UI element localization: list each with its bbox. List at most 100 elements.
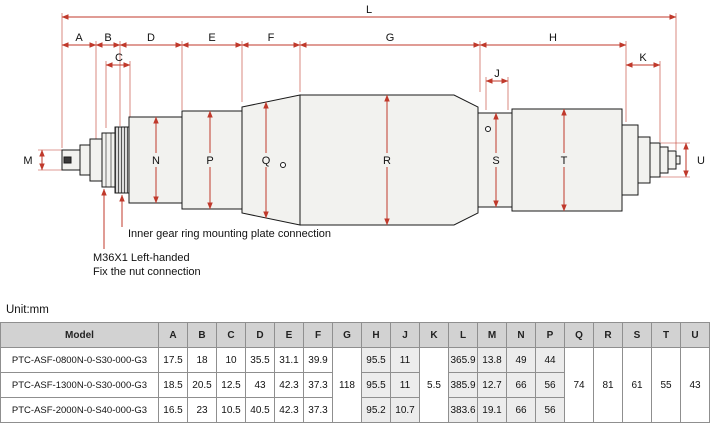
column-header: M xyxy=(477,322,507,348)
model-cell: PTC-ASF-0800N-0-S30-000-G3 xyxy=(0,347,159,373)
table-cell: 10.5 xyxy=(216,397,246,423)
table-cell: 11 xyxy=(390,347,420,373)
table-cell: 10.7 xyxy=(390,397,420,423)
table-cell: 16.5 xyxy=(158,397,188,423)
dim-label-c: C xyxy=(115,52,123,64)
annotation-nut: Fix the nut connection xyxy=(93,266,201,278)
table-cell: 10 xyxy=(216,347,246,373)
table-cell-shared-q: 74 xyxy=(564,347,594,423)
column-header: H xyxy=(361,322,391,348)
column-header: Q xyxy=(564,322,594,348)
table-cell-shared-t: 55 xyxy=(651,347,681,423)
dim-label-t: T xyxy=(561,155,568,167)
dim-label-f: F xyxy=(268,32,275,44)
dim-label-g: G xyxy=(386,32,395,44)
table-cell: 56 xyxy=(535,397,565,423)
tip-end xyxy=(675,155,681,165)
table-cell: 385.9 xyxy=(448,372,478,398)
table-cell: 95.5 xyxy=(361,347,391,373)
dimension-table: Model A B C D E F G H J K L M N P Q R S … xyxy=(0,322,710,423)
column-header: G xyxy=(332,322,362,348)
annotation-thread: M36X1 Left-handed xyxy=(93,252,190,264)
dim-label-h: H xyxy=(549,32,557,44)
model-cell: PTC-ASF-1300N-0-S30-000-G3 xyxy=(0,372,159,398)
table-cell: 66 xyxy=(506,397,536,423)
table-cell: 12.5 xyxy=(216,372,246,398)
table-cell: 42.3 xyxy=(274,372,304,398)
table-cell: 12.7 xyxy=(477,372,507,398)
column-header: L xyxy=(448,322,478,348)
column-header: K xyxy=(419,322,449,348)
table-cell: 11 xyxy=(390,372,420,398)
column-header: T xyxy=(651,322,681,348)
dim-label-u: U xyxy=(697,155,705,167)
table-cell: 40.5 xyxy=(245,397,275,423)
table-cell: 383.6 xyxy=(448,397,478,423)
table-cell-shared-r: 81 xyxy=(593,347,623,423)
connector-nut xyxy=(659,146,669,174)
table-cell: 95.5 xyxy=(361,372,391,398)
table-cell: 39.9 xyxy=(303,347,333,373)
unit-label: Unit:mm xyxy=(6,304,49,316)
column-header: E xyxy=(274,322,304,348)
table-cell: 31.1 xyxy=(274,347,304,373)
table-row: PTC-ASF-0800N-0-S30-000-G3 17.5 18 10 35… xyxy=(0,347,710,423)
end-step xyxy=(637,136,651,184)
end-cap xyxy=(621,124,639,196)
table-cell: 37.3 xyxy=(303,372,333,398)
table-cell: 56 xyxy=(535,372,565,398)
column-header: P xyxy=(535,322,565,348)
table-cell-shared-k: 5.5 xyxy=(419,347,449,423)
annotation-gear-ring: Inner gear ring mounting plate connectio… xyxy=(128,228,331,240)
column-header: J xyxy=(390,322,420,348)
table-cell: 365.9 xyxy=(448,347,478,373)
collar xyxy=(89,138,103,182)
table-cell-shared-s: 61 xyxy=(622,347,652,423)
dimension-lines xyxy=(61,14,677,84)
dim-label-a: A xyxy=(75,32,83,44)
column-header: N xyxy=(506,322,536,348)
table-cell: 37.3 xyxy=(303,397,333,423)
column-header: F xyxy=(303,322,333,348)
table-cell: 18 xyxy=(187,347,217,373)
column-header-model: Model xyxy=(0,322,159,348)
column-header: A xyxy=(158,322,188,348)
table-cell: 42.3 xyxy=(274,397,304,423)
column-header: B xyxy=(187,322,217,348)
connector xyxy=(649,142,661,178)
table-cell: 49 xyxy=(506,347,536,373)
dim-label-q: Q xyxy=(262,155,271,167)
extension-lines xyxy=(38,13,690,178)
dim-label-e: E xyxy=(208,32,215,44)
shaft-ring xyxy=(79,144,91,176)
table-cell-shared-g: 118 xyxy=(332,347,362,423)
table-cell: 95.2 xyxy=(361,397,391,423)
keyway xyxy=(63,156,72,164)
annotation-leaders xyxy=(101,188,125,249)
table-row: PTC-ASF-2000N-0-S40-000-G3 16.5 23 10.5 … xyxy=(0,397,710,423)
table-cell: 23 xyxy=(187,397,217,423)
dim-label-p: P xyxy=(206,155,213,167)
table-cell: 66 xyxy=(506,372,536,398)
technical-drawing: L A B D E F G H C K J xyxy=(23,4,705,278)
set-screw-s xyxy=(485,126,491,132)
dim-label-d: D xyxy=(147,32,155,44)
connector-tip xyxy=(667,150,677,170)
table-cell: 43 xyxy=(245,372,275,398)
table-cell: 13.8 xyxy=(477,347,507,373)
dim-label-s: S xyxy=(492,155,499,167)
spindle-drawing: L A B D E F G H C K J xyxy=(23,4,705,278)
model-cell: PTC-ASF-2000N-0-S40-000-G3 xyxy=(0,397,159,423)
dim-label-n: N xyxy=(152,155,160,167)
gear-ring xyxy=(114,126,130,194)
column-header: D xyxy=(245,322,275,348)
dim-label-k: K xyxy=(639,52,647,64)
table-cell: 44 xyxy=(535,347,565,373)
column-header: R xyxy=(593,322,623,348)
dim-label-b: B xyxy=(104,32,111,44)
dim-label-j: J xyxy=(494,68,500,80)
table-cell: 19.1 xyxy=(477,397,507,423)
table-header-row: Model A B C D E F G H J K L M N P Q R S … xyxy=(0,322,710,348)
column-header: U xyxy=(680,322,710,348)
dim-label-m: M xyxy=(23,155,32,167)
